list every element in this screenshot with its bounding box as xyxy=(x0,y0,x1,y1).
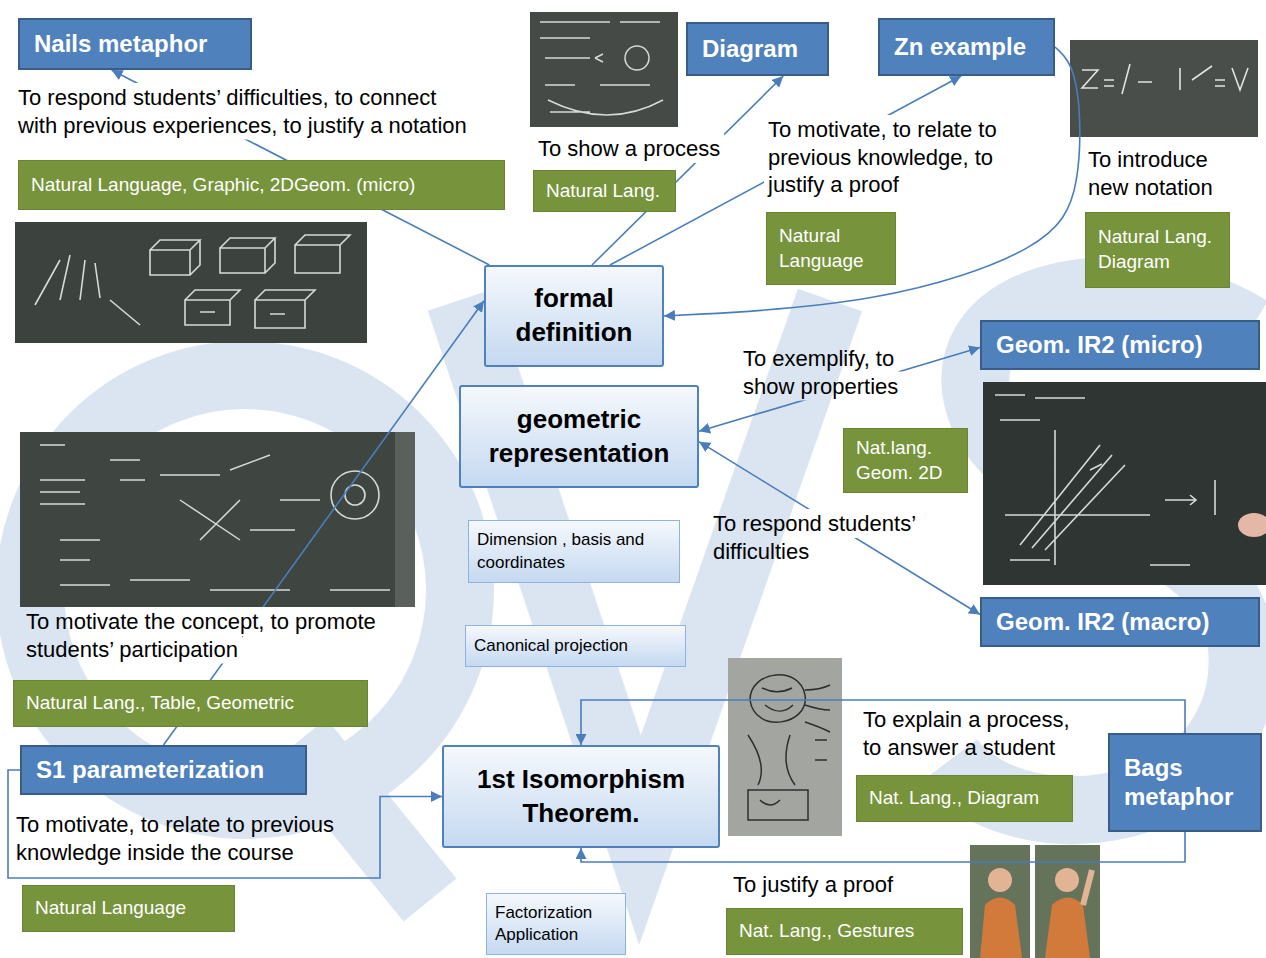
topic-box: Factorization Application xyxy=(486,893,626,955)
board-frame xyxy=(395,432,415,607)
connector-arrow xyxy=(664,47,1080,316)
blackboard-photo xyxy=(530,12,678,127)
register-tag: Natural Language xyxy=(22,885,235,932)
chalk-sketch xyxy=(35,235,350,328)
blackboard-photo xyxy=(1070,40,1258,137)
box-text: S1 parameterization xyxy=(36,756,264,785)
register-tag: Natural Language xyxy=(766,212,896,285)
box-text: Dimension , basis and coordinates xyxy=(477,529,671,573)
lecturer-body xyxy=(980,898,1022,958)
chalk-sketch xyxy=(40,445,390,590)
box-text: Canonical projection xyxy=(474,635,628,657)
register-tag: Nat. Lang., Gestures xyxy=(726,908,963,955)
box-text: Natural Language xyxy=(779,224,883,273)
chalk-sketch xyxy=(540,22,663,115)
geometry-photo xyxy=(983,382,1266,585)
representation-box: S1 parameterization xyxy=(20,745,307,795)
purpose-label: To exemplify, to show properties xyxy=(743,345,923,400)
process-photo xyxy=(530,12,678,127)
purpose-label: To introduce new notation xyxy=(1088,146,1238,201)
representation-box: Diagram xyxy=(686,22,829,76)
register-tag: Nat.lang. Geom. 2D xyxy=(843,428,968,493)
purpose-label: To respond students’ difficulties xyxy=(713,510,953,565)
bags-photo xyxy=(728,658,842,836)
box-text: Geom. IR2 (macro) xyxy=(996,608,1209,637)
topic-box: Canonical projection xyxy=(465,625,686,667)
box-text: 1st Isomorphism Theorem. xyxy=(454,763,708,831)
purpose-label: To motivate, to relate to previous knowl… xyxy=(16,811,366,866)
chalk-sketch xyxy=(1082,64,1248,94)
box-text: geometric representation xyxy=(471,403,687,471)
topic-box: Dimension , basis and coordinates xyxy=(468,520,680,583)
box-text: Nat. Lang., Diagram xyxy=(869,786,1039,811)
lecturer-head xyxy=(988,868,1012,892)
box-text: Natural Language, Graphic, 2DGeom. (micr… xyxy=(31,173,415,198)
whiteboard-photo xyxy=(728,658,842,836)
board-photo xyxy=(20,432,415,607)
lecturer-body xyxy=(1045,898,1090,958)
box-text: Natural Lang. Diagram xyxy=(1098,225,1217,274)
lecturer-head xyxy=(1055,868,1079,892)
hand xyxy=(1238,513,1266,537)
purpose-label: To show a process xyxy=(538,135,720,163)
concept-box: 1st Isomorphism Theorem. xyxy=(442,745,720,848)
representation-box: Nails metaphor xyxy=(18,18,252,70)
marker-sketch xyxy=(748,675,830,820)
box-text: Diagram xyxy=(702,35,798,64)
box-text: Natural Language xyxy=(35,896,186,921)
representation-box: Zn example xyxy=(878,18,1055,76)
box-text: Bags metaphor xyxy=(1124,754,1246,812)
concept-box: geometric representation xyxy=(459,385,699,488)
lecturer-arm xyxy=(1083,870,1092,905)
register-tag: Natural Language, Graphic, 2DGeom. (micr… xyxy=(18,160,505,210)
blackboard-photo xyxy=(983,382,1266,585)
box-text: Zn example xyxy=(894,33,1026,62)
purpose-label: To explain a process, to answer a studen… xyxy=(863,706,1088,761)
nails-photo xyxy=(15,222,367,343)
box-text: Nat.lang. Geom. 2D xyxy=(856,436,955,485)
purpose-label: To justify a proof xyxy=(733,871,893,899)
box-text: Factorization Application xyxy=(495,902,617,946)
register-tag: Nat. Lang., Diagram xyxy=(856,775,1073,822)
connector-arrow xyxy=(164,301,485,745)
representation-box: Geom. IR2 (micro) xyxy=(980,320,1260,370)
box-text: Nails metaphor xyxy=(34,30,207,59)
box-text: Natural Lang. xyxy=(546,179,660,204)
representation-box: Bags metaphor xyxy=(1108,733,1262,832)
representation-box: Geom. IR2 (macro) xyxy=(980,597,1260,647)
register-tag: Natural Lang. xyxy=(533,170,676,212)
blackboard-photo xyxy=(15,222,367,343)
purpose-label: To respond students’ difficulties, to co… xyxy=(18,84,478,139)
purpose-label: To motivate the concept, to promote stud… xyxy=(26,608,406,663)
blackboard-photo xyxy=(20,432,415,607)
notation-photo xyxy=(1070,40,1258,137)
concept-box: formal definition xyxy=(484,265,664,367)
register-tag: Natural Lang. Diagram xyxy=(1085,212,1230,288)
box-text: Nat. Lang., Gestures xyxy=(739,919,914,944)
box-text: formal definition xyxy=(496,282,652,350)
chalk-sketch xyxy=(995,395,1215,565)
box-text: Geom. IR2 (micro) xyxy=(996,331,1203,360)
connectors xyxy=(8,47,1185,878)
box-text: Natural Lang., Table, Geometric xyxy=(26,691,294,716)
purpose-label: To motivate, to relate to previous knowl… xyxy=(768,116,1028,199)
register-tag: Natural Lang., Table, Geometric xyxy=(13,680,368,727)
